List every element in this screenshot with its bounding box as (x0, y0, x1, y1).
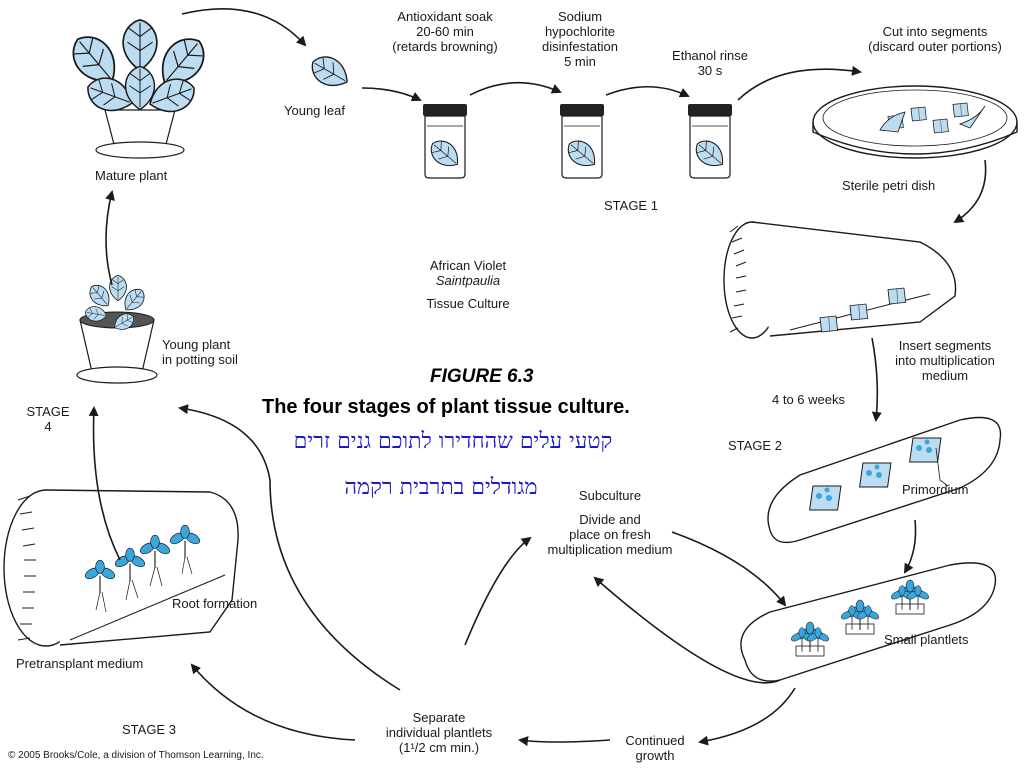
label-stage-4: STAGE 4 (26, 404, 70, 434)
label-ethanol-rinse: Ethanol rinse 30 s (672, 48, 748, 78)
arrow-icon (518, 736, 611, 747)
arrow-icon (737, 65, 862, 101)
pretransplant-jar-icon (3, 489, 239, 647)
arrow-icon (105, 190, 115, 286)
label-mature-plant: Mature plant (95, 168, 168, 183)
arrow-icon (593, 576, 781, 684)
label-young-plant: Young plant in potting soil (162, 337, 238, 367)
petri-dish-icon (812, 85, 1018, 159)
label-weeks: 4 to 6 weeks (772, 392, 845, 407)
label-petri-dish: Sterile petri dish (842, 178, 936, 193)
arrow-icon (88, 406, 121, 561)
arrow-icon (469, 81, 562, 96)
arrow-icon (671, 531, 787, 607)
label-stage-1: STAGE 1 (604, 198, 658, 213)
hebrew-note-line-1: קטעי עלים שהחדירו לתוכם גנים זרים (293, 429, 613, 454)
young-leaf-icon (305, 49, 355, 95)
primordium-culture-icon (767, 416, 1002, 544)
hebrew-note-line-2: מגודלים בתרבית רקמה (344, 475, 538, 500)
label-sodium-hypochlorite: Sodium hypochlorite disinfestation 5 min (542, 9, 618, 69)
young-plant-pot-icon (76, 274, 158, 384)
arrow-icon (361, 87, 422, 102)
figure-number: FIGURE 6.3 (430, 366, 534, 387)
jar-icon-hypochlorite (559, 103, 605, 179)
label-stage-3: STAGE 3 (122, 722, 176, 737)
label-small-plantlets: Small plantlets (884, 632, 969, 647)
small-plantlets-culture-icon (740, 562, 997, 682)
label-primordium: Primordium (902, 482, 969, 497)
arrow-icon (698, 687, 796, 746)
arrow-icon (190, 663, 356, 741)
arrow-icon (181, 8, 307, 47)
figure-title: The four stages of plant tissue culture. (262, 396, 630, 418)
arrow-icon (178, 404, 401, 691)
label-antioxidant: Antioxidant soak 20-60 min (retards brow… (392, 9, 498, 54)
process-arrows (88, 8, 987, 747)
label-continued-growth: Continued growth (625, 733, 685, 763)
arrow-icon (464, 536, 532, 646)
label-root-formation: Root formation (172, 596, 258, 611)
jar-icon-ethanol (687, 103, 733, 179)
label-stage-2: STAGE 2 (728, 438, 782, 453)
jar-icon-antioxidant (422, 103, 468, 179)
multiplication-jar-icon (723, 221, 957, 339)
label-separate-plantlets: Separate individual plantlets (1¹/2 cm m… (385, 710, 493, 755)
arrow-icon (903, 519, 917, 574)
arrow-icon (871, 337, 882, 422)
label-center-title: African Violet Saintpaulia Tissue Cultur… (426, 258, 510, 311)
label-pretransplant: Pretransplant medium (16, 656, 144, 671)
label-cut-segments: Cut into segments (discard outer portion… (868, 24, 1002, 54)
arrow-icon (605, 85, 690, 98)
label-subculture: Subculture Divide and place on fresh mul… (547, 488, 673, 557)
mature-plant-icon (62, 18, 215, 159)
label-young-leaf: Young leaf (284, 103, 345, 118)
arrow-icon (953, 159, 987, 224)
copyright-notice: © 2005 Brooks/Cole, a division of Thomso… (8, 750, 264, 761)
label-insert-segments: Insert segments into multiplication medi… (895, 338, 995, 383)
